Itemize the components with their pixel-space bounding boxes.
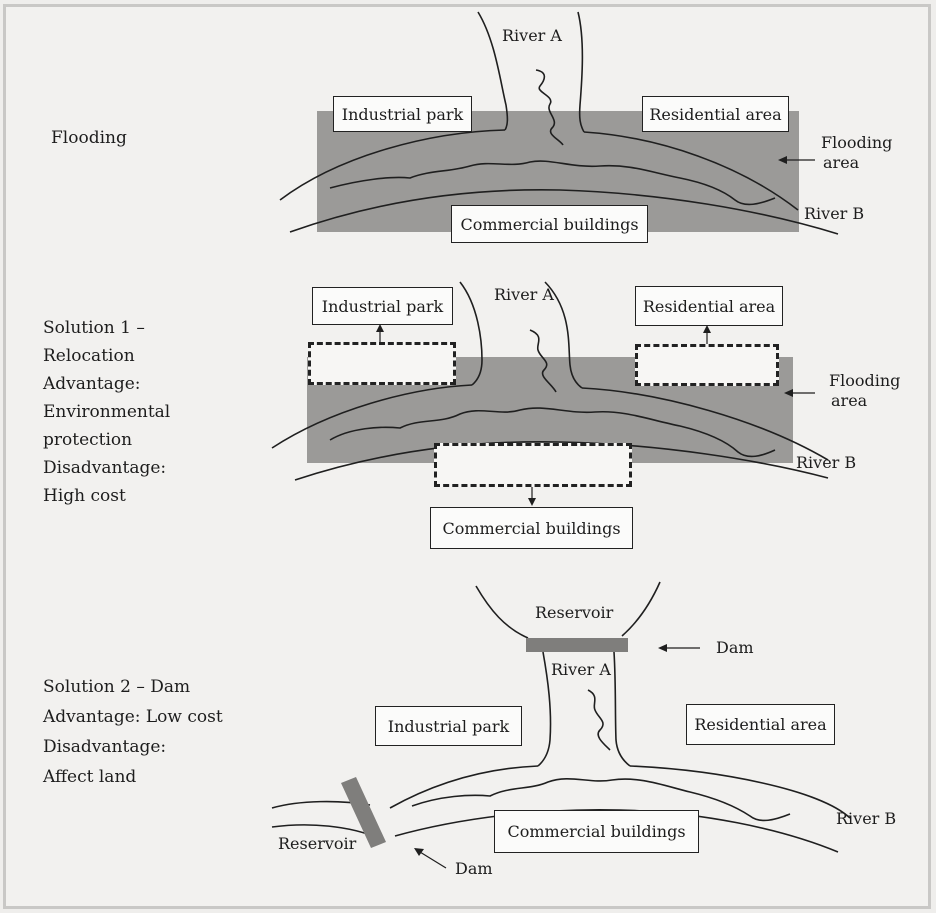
dam-top-label: Dam bbox=[716, 638, 754, 657]
river-a-label: River A bbox=[502, 26, 562, 45]
industrial-park-box: Industrial park bbox=[333, 96, 472, 132]
dam-top-arrowhead bbox=[658, 644, 667, 652]
commercial-relocation-arrowhead bbox=[528, 498, 536, 506]
commercial-buildings-old-site bbox=[434, 443, 632, 487]
commercial-buildings-box: Commercial buildings bbox=[430, 507, 633, 549]
river-a-right-bank bbox=[613, 651, 631, 767]
residential-area-box: Residential area bbox=[686, 704, 835, 745]
river-b-lower-bank bbox=[294, 440, 829, 481]
river-a-left-bank bbox=[459, 281, 483, 386]
river-a-label: River A bbox=[551, 660, 611, 679]
flooding-area-label-line2: area bbox=[823, 153, 860, 172]
solution-1-line: protection bbox=[43, 430, 133, 450]
dam-bottom-arrow bbox=[419, 851, 447, 869]
river-a-label: River A bbox=[494, 285, 554, 304]
river-b-label: River B bbox=[796, 453, 857, 472]
river-b-label: River B bbox=[836, 809, 897, 828]
panel-solution-2 bbox=[271, 581, 851, 869]
flooding-area-label-line1: Flooding bbox=[829, 371, 901, 390]
dam-bottom-label: Dam bbox=[455, 859, 493, 878]
solution-2-description: Solution 2 – Dam Advantage: Low cost Dis… bbox=[43, 672, 223, 792]
flooding-area-label-line2: area bbox=[831, 391, 868, 410]
flooding-area-label-line1: Flooding bbox=[821, 133, 893, 152]
solution-1-line: High cost bbox=[43, 486, 126, 506]
river-b-label: River B bbox=[804, 204, 865, 223]
river-a-left-bank bbox=[537, 651, 552, 767]
river-a-channel bbox=[529, 329, 557, 393]
panel-title-flooding: Flooding bbox=[51, 128, 127, 148]
commercial-buildings-box: Commercial buildings bbox=[494, 810, 699, 853]
solution-1-description: Solution 1 – Relocation Advantage: Envir… bbox=[43, 314, 170, 510]
river-b-upper-bank bbox=[279, 129, 799, 211]
industrial-park-box: Industrial park bbox=[312, 287, 453, 325]
residential-relocation-arrowhead bbox=[703, 325, 711, 333]
dam-bottom-rect bbox=[341, 777, 386, 848]
dam-bottom-arrowhead bbox=[414, 848, 424, 856]
reservoir-bottom-label: Reservoir bbox=[278, 834, 357, 853]
solution-2-line: Solution 2 – Dam bbox=[43, 677, 191, 697]
residential-area-box: Residential area bbox=[635, 286, 783, 326]
flooding-area-label: Flooding area bbox=[829, 371, 900, 411]
river-a-right-bank bbox=[544, 281, 583, 389]
solution-2-line: Affect land bbox=[43, 767, 137, 787]
river-a-channel bbox=[587, 689, 611, 751]
flooding-area-arrowhead bbox=[784, 389, 793, 397]
solution-1-line: Environmental bbox=[43, 402, 171, 422]
river-b-lower-bank bbox=[289, 188, 839, 235]
flooding-area-arrowhead bbox=[778, 156, 787, 164]
river-b-channel bbox=[411, 778, 791, 822]
residential-area-box: Residential area bbox=[642, 96, 789, 132]
industrial-park-old-site bbox=[308, 342, 456, 385]
solution-2-line: Advantage: Low cost bbox=[43, 707, 223, 727]
river-b-channel bbox=[329, 160, 776, 206]
river-a-left-bank bbox=[477, 11, 509, 131]
solution-1-line: Disadvantage: bbox=[43, 458, 167, 478]
solution-1-line: Solution 1 – bbox=[43, 318, 145, 338]
river-a-right-bank bbox=[577, 11, 585, 133]
river-b-upper-bank bbox=[271, 384, 829, 461]
solution-1-line: Advantage: bbox=[43, 374, 141, 394]
flooding-area-label: Flooding area bbox=[821, 133, 892, 173]
residential-area-old-site bbox=[635, 344, 779, 386]
river-a-channel bbox=[535, 69, 564, 146]
industrial-relocation-arrowhead bbox=[376, 324, 384, 332]
dam-top-rect bbox=[526, 638, 628, 652]
commercial-buildings-box: Commercial buildings bbox=[451, 205, 648, 243]
industrial-park-box: Industrial park bbox=[375, 706, 522, 746]
solution-1-line: Relocation bbox=[43, 346, 135, 366]
solution-2-line: Disadvantage: bbox=[43, 737, 167, 757]
reservoir-top-label: Reservoir bbox=[535, 603, 614, 622]
reservoir-top-outline bbox=[475, 581, 661, 639]
river-b-channel bbox=[329, 407, 776, 458]
